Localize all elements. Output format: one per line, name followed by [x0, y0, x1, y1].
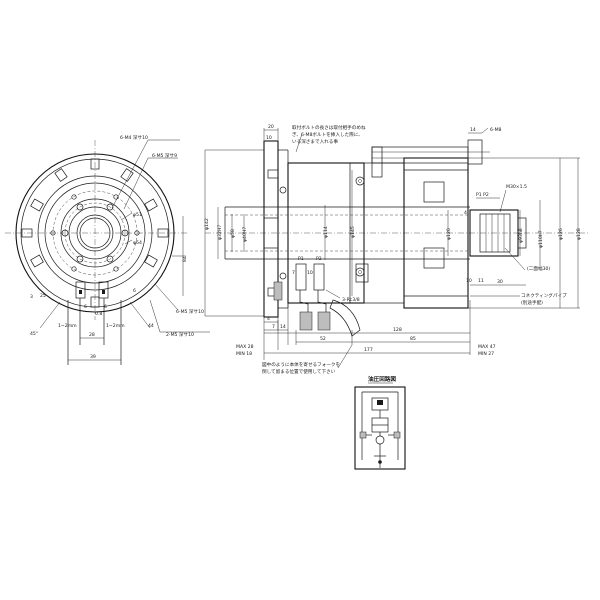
shaft	[224, 206, 470, 260]
top-note-line-3: いる深さまで入れる事	[292, 138, 338, 145]
top-note-line-1: 取付ボルトの長さは取付相手のめね	[292, 124, 366, 131]
port-labels: P1 P2 3-Rc3/8 7 10	[292, 256, 360, 303]
callout-ref-1-2mm-left: 1~2mm	[58, 323, 77, 329]
bottom-dimensions: 4 7 14 128 52 85 177 MAX 28 MIN 18 MAX 4…	[236, 300, 496, 360]
pipe-note-line-2: (別途手配)	[521, 299, 543, 306]
callout-tap-m5-bottom: 2-M5 深サ10	[166, 331, 194, 338]
right-diameters: φ110h7 φ128	[468, 157, 582, 309]
dim-right-4: 4	[464, 210, 467, 216]
callout-dia-51: φ51	[133, 212, 142, 218]
callout-ref-6b: 6	[104, 304, 107, 310]
front-outer-slots	[21, 158, 169, 308]
bottom-note-line-1: 図中のように本体を寄せるフォークを	[262, 361, 341, 368]
front-bolt-holes	[50, 194, 140, 272]
thread-label: M30×1.5	[506, 184, 527, 190]
front-leaders	[39, 139, 210, 333]
top-note-line-2: ぎ、6-M8ボルトを挿入した際に、	[292, 131, 363, 138]
dia-142: φ142	[204, 218, 210, 230]
ports-rc: 3-Rc3/8	[342, 297, 360, 303]
front-view: 6-M4 深サ10 6-M5 深サ9 φ51 φ64 6-M5 深サ10 2-M…	[5, 134, 210, 365]
dim-bottom-14: 14	[280, 324, 286, 330]
port-dim-10: 10	[307, 270, 313, 276]
tap-m8-label: 6-M8	[490, 127, 502, 133]
pipe-note: コネクティングパイプ (別途手配)	[470, 292, 567, 306]
dim-bottom-128: 128	[393, 327, 402, 333]
dim-right-30: 30	[497, 279, 503, 285]
dia-32h7: φ32H7	[217, 225, 223, 240]
dim-right-11: 11	[478, 278, 484, 284]
dim-top-10: 10	[266, 135, 272, 141]
callout-ref-25: 25	[40, 293, 46, 299]
callout-tap-m5-right: 6-M5 深サ10	[176, 308, 204, 315]
dia-128: φ128	[576, 228, 582, 240]
dia-120: φ120	[446, 228, 452, 240]
dia-126: φ126	[558, 228, 564, 240]
min-right: MIN 27	[478, 351, 494, 357]
dim-top-20: 20	[268, 124, 274, 130]
top-boss	[371, 139, 490, 165]
p1p2-label: P1 P2	[476, 192, 489, 198]
dia-145: φ145	[350, 226, 356, 238]
dim-28: 28	[89, 332, 95, 338]
callout-ref-0-8: 0.8	[95, 311, 102, 317]
dim-right-10: 10	[466, 278, 472, 284]
max-left: MAX 28	[236, 344, 254, 350]
dim-bottom-177: 177	[364, 347, 373, 353]
callout-tap-m5-top: 6-M5 深サ9	[152, 152, 177, 159]
right-labels: M30×1.5 P1 P2 (二面幅30) 11 10 30 4	[464, 184, 550, 286]
dim-bottom-4: 4	[267, 316, 270, 322]
max-right: MAX 47	[478, 344, 496, 350]
dim-bottom-7: 7	[272, 324, 275, 330]
dia-58: φ58	[230, 229, 236, 238]
callout-ref-6a: 6	[84, 304, 87, 310]
pipe-note-line-1: コネクティングパイプ	[521, 292, 567, 299]
main-housing	[287, 146, 405, 304]
front-bottom-fittings	[67, 281, 122, 365]
callout-tap-m4: 6-M4 深サ10	[120, 134, 148, 141]
bottom-note: 図中のように本体を寄せるフォークを 倒して留まる位置で使用して下さい	[262, 344, 353, 375]
hydraulic-circuit: 油圧回路図	[354, 375, 406, 470]
right-end-cap	[469, 209, 527, 257]
dim-84: 84	[182, 256, 188, 262]
dia-114: φ114	[323, 226, 329, 238]
port-p2: P2	[316, 256, 322, 262]
dim-bottom-85: 85	[410, 336, 416, 342]
dim-bottom-52: 52	[320, 336, 326, 342]
mid-diameters: φ114 φ145 φ120 φ93h8 φ126	[323, 158, 564, 308]
callout-ref-1-2mm-right: 1~2mm	[106, 323, 125, 329]
hydraulic-title: 油圧回路図	[368, 375, 396, 383]
port-dim-7: 7	[292, 270, 295, 276]
top-note: 取付ボルトの長さは取付相手のめね ぎ、6-M8ボルトを挿入した際に、 いる深さま…	[292, 124, 366, 153]
callout-ref-44: 44	[148, 323, 154, 329]
dia-40h7: φ40H7	[242, 227, 248, 242]
dia-110h7: φ110h7	[538, 230, 544, 248]
dim-top-14: 14	[470, 127, 476, 133]
callout-ref-3: 3	[30, 294, 33, 300]
callout-ref-45: 45°	[30, 331, 38, 337]
dim-39: 39	[90, 354, 96, 360]
callout-ref-6c: 6	[133, 288, 136, 294]
dia-93h8: φ93h8	[518, 228, 524, 243]
callout-dia-64: φ64	[133, 240, 142, 246]
side-view: 取付ボルトの長さは取付相手のめね ぎ、6-M8ボルトを挿入した際に、 いる深さま…	[204, 124, 590, 375]
keyway-label: (二面幅30)	[527, 265, 550, 272]
port-p1: P1	[298, 256, 304, 262]
min-left: MIN 18	[236, 351, 252, 357]
left-diameters: φ142 φ32H7 φ58 φ40H7	[204, 149, 264, 317]
bottom-note-line-2: 倒して留まる位置で使用して下さい	[262, 368, 336, 375]
